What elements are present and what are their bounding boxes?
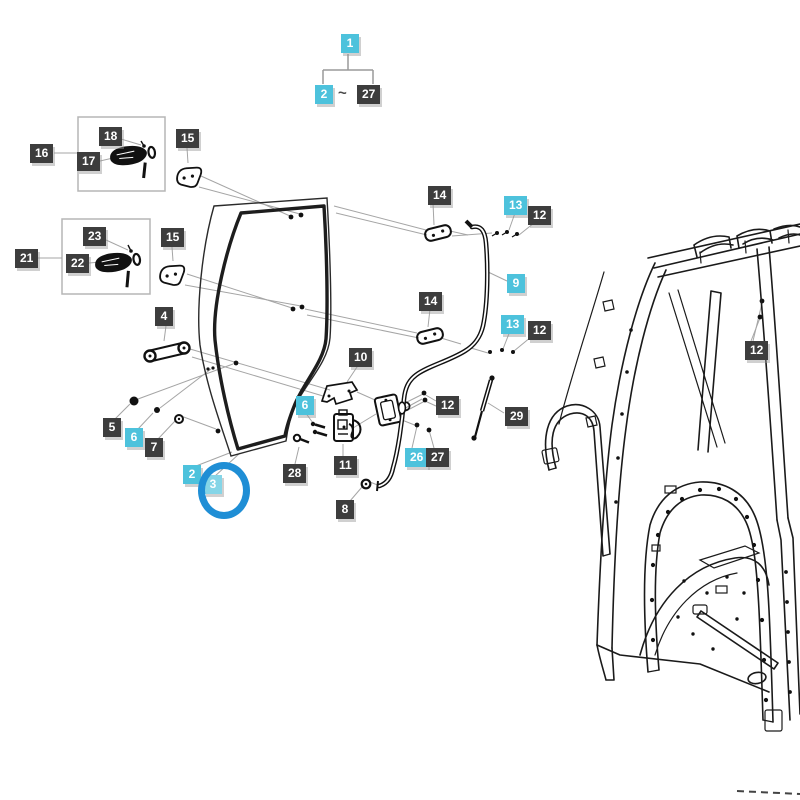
callout-28-28[interactable]: 28 bbox=[283, 464, 307, 483]
callout-23-8[interactable]: 23 bbox=[83, 227, 107, 246]
callout-12-14[interactable]: 12 bbox=[528, 206, 552, 225]
hinge-strap bbox=[143, 341, 191, 363]
callout-2-1[interactable]: 2 bbox=[315, 85, 333, 104]
callout-18-4[interactable]: 18 bbox=[99, 127, 123, 146]
grommet bbox=[360, 478, 372, 490]
callout-4-11[interactable]: 4 bbox=[155, 307, 173, 326]
callout-17-5[interactable]: 17 bbox=[77, 152, 101, 171]
door-handle-outer bbox=[110, 140, 157, 179]
callout-29-25[interactable]: 29 bbox=[505, 407, 529, 426]
pivot-plate-top bbox=[424, 224, 452, 242]
callout-13-17[interactable]: 13 bbox=[501, 315, 525, 334]
pivot-plate-mid bbox=[416, 327, 444, 345]
callout-7-24[interactable]: 7 bbox=[145, 438, 163, 457]
callout-14-16[interactable]: 14 bbox=[419, 292, 443, 311]
range-separator: ~ bbox=[338, 85, 347, 102]
window-frame-tube bbox=[376, 219, 490, 492]
callout-12-33[interactable]: 12 bbox=[745, 341, 769, 360]
cab-frame bbox=[541, 223, 800, 795]
striker-plate bbox=[320, 381, 359, 406]
door-seal bbox=[206, 204, 329, 451]
callout-6-23[interactable]: 6 bbox=[125, 428, 143, 447]
callout-27-2[interactable]: 27 bbox=[357, 85, 381, 104]
callout-12-18[interactable]: 12 bbox=[528, 321, 552, 340]
callout-10-19[interactable]: 10 bbox=[349, 348, 373, 367]
callout-14-12[interactable]: 14 bbox=[428, 186, 452, 205]
group-box-handle-inner bbox=[61, 218, 151, 295]
callout-3-27[interactable]: 3 bbox=[204, 475, 222, 494]
callout-12-21[interactable]: 12 bbox=[436, 396, 460, 415]
callout-21-7[interactable]: 21 bbox=[15, 249, 39, 268]
callout-16-3[interactable]: 16 bbox=[30, 144, 54, 163]
callout-8-32[interactable]: 8 bbox=[336, 500, 354, 519]
callout-1-0[interactable]: 1 bbox=[341, 34, 359, 53]
callout-5-22[interactable]: 5 bbox=[103, 418, 121, 437]
callout-11-29[interactable]: 11 bbox=[334, 456, 357, 475]
callout-27-31[interactable]: 27 bbox=[426, 448, 450, 467]
callout-6-20[interactable]: 6 bbox=[296, 396, 314, 415]
hinge-bracket-top bbox=[176, 166, 203, 188]
mount-screws bbox=[414, 230, 765, 433]
legend-bracket bbox=[322, 54, 374, 84]
callout-22-9[interactable]: 22 bbox=[66, 254, 90, 273]
door-latch bbox=[333, 409, 362, 442]
callout-9-15[interactable]: 9 bbox=[507, 274, 525, 293]
callout-2-26[interactable]: 2 bbox=[183, 465, 201, 484]
callout-15-6[interactable]: 15 bbox=[176, 129, 200, 148]
door-handle-inner bbox=[95, 244, 142, 288]
latch-screws bbox=[292, 421, 328, 444]
fasteners-5-6-7 bbox=[129, 396, 184, 424]
callout-15-10[interactable]: 15 bbox=[161, 228, 185, 247]
hinge-bracket-mid bbox=[159, 264, 186, 286]
callout-26-30[interactable]: 26 bbox=[405, 448, 429, 467]
gas-strut bbox=[471, 375, 495, 441]
callout-13-13[interactable]: 13 bbox=[504, 196, 528, 215]
